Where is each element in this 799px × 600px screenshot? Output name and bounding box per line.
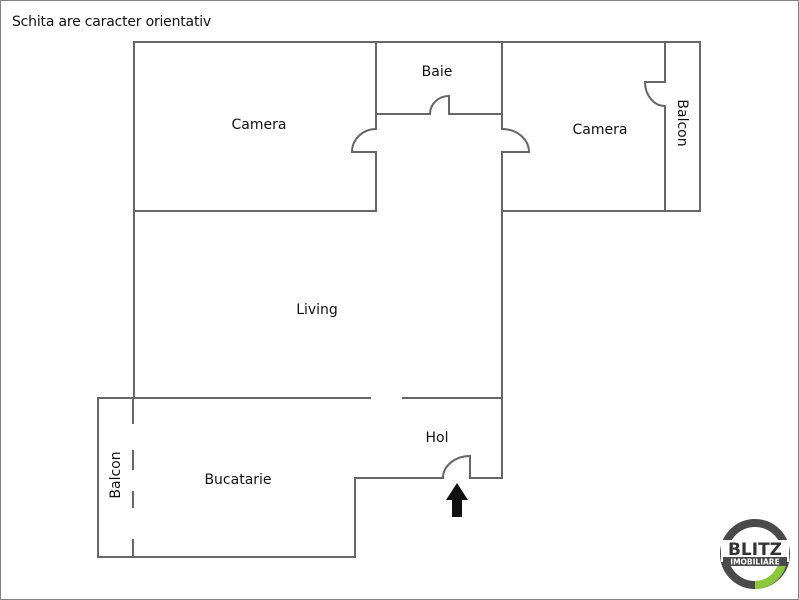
room-label-camera-right: Camera [572,122,628,138]
sketch-disclaimer: Schita are caracter orientativ [12,14,212,30]
room-label-hol: Hol [425,430,449,446]
logo-text-blitz: BLITZ [728,540,782,560]
room-label-balcon-right: Balcon [674,99,690,147]
blitz-imobiliare-logo: BLITZ IMOBILIARE [719,518,791,590]
room-label-living: Living [296,302,338,318]
room-label-baie: Baie [421,64,453,80]
room-label-camera-left: Camera [231,117,287,133]
entrance-arrow-icon [446,483,468,517]
room-label-bucatarie: Bucatarie [204,472,272,488]
room-label-balcon-left: Balcon [108,451,124,499]
logo-text-imobiliare: IMOBILIARE [730,558,779,567]
